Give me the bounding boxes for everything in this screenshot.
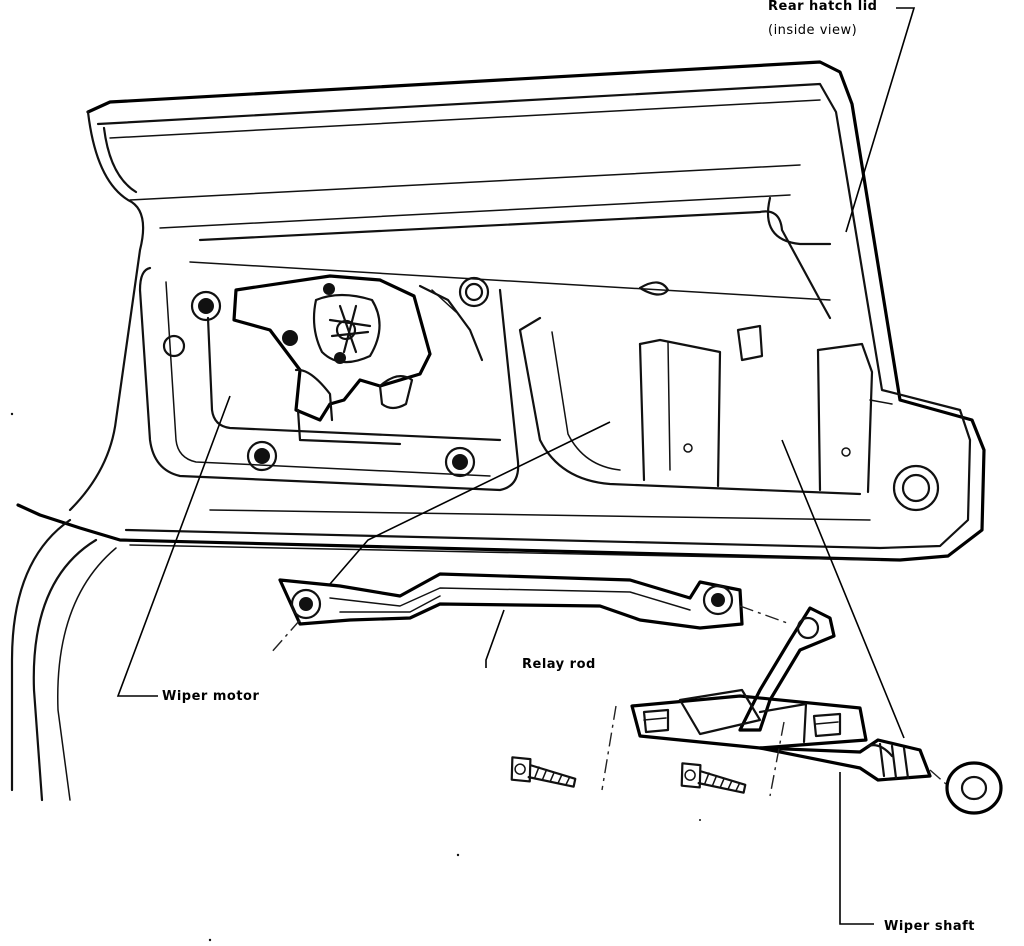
rear-hatch-lid-label: Rear hatch lid bbox=[768, 0, 878, 14]
scan-specks bbox=[10, 412, 701, 942]
leader-lines bbox=[116, 7, 916, 925]
mounting-screws bbox=[510, 756, 747, 794]
motor-mounting-bolts bbox=[190, 290, 476, 478]
wiper-shaft-assembly bbox=[601, 606, 947, 797]
right-recess bbox=[518, 281, 940, 512]
relay-rod bbox=[269, 572, 791, 655]
inside-view-label: (inside view) bbox=[768, 23, 858, 38]
relay-rod-label: Relay rod bbox=[522, 657, 596, 672]
wiper-shaft-label: Wiper shaft bbox=[884, 919, 975, 934]
motor-recess bbox=[138, 266, 520, 492]
washer bbox=[945, 761, 1003, 815]
wiper-motor bbox=[232, 274, 484, 446]
hatch-lid-panel bbox=[10, 60, 986, 802]
wiper-motor-label: Wiper motor bbox=[162, 689, 260, 704]
